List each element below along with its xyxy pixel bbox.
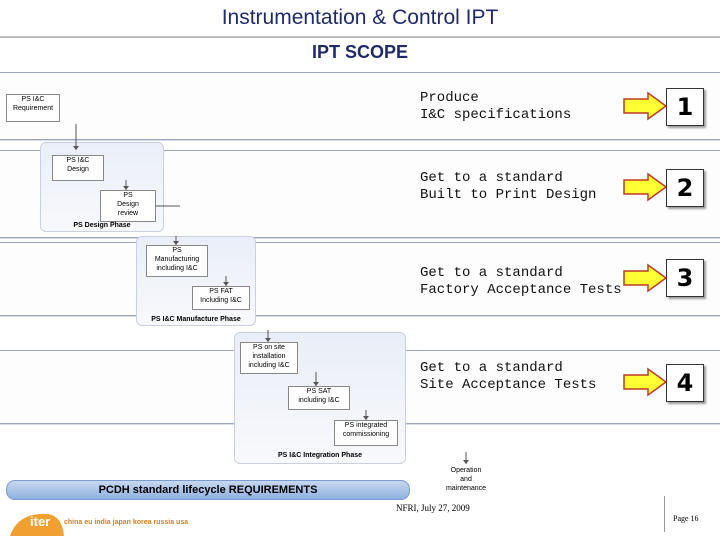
arrow-right-icon <box>623 263 668 293</box>
page-subtitle: IPT SCOPE <box>311 42 409 62</box>
arrow-right-icon <box>623 367 668 397</box>
integration-phase-label: PS I&C Integration Phase <box>277 452 363 459</box>
title-divider <box>0 36 720 38</box>
design-phase-label: PS Design Phase <box>73 222 131 229</box>
design-box: PS I&C Design <box>52 155 104 181</box>
pcdh-requirements-bar: PCDH standard lifecycle REQUIREMENTS <box>6 480 410 500</box>
scope-text-2: Get to a standard Built to Print Design <box>420 170 597 203</box>
partner-countries: china eu india japan korea russia usa <box>64 519 189 526</box>
scope-text-4: Get to a standard Site Acceptance Tests <box>420 360 597 393</box>
page-title: Instrumentation & Control IPT <box>221 6 499 29</box>
scope-number-3: 3 <box>666 259 704 297</box>
scope-number-4: 4 <box>666 364 704 402</box>
manufacturing-box: PS Manufacturing including I&C <box>146 245 208 277</box>
scope-text-3: Get to a standard Factory Acceptance Tes… <box>420 265 622 298</box>
sat-box: PS SAT including I&C <box>288 386 350 410</box>
arrow-right-icon <box>623 91 668 121</box>
iter-logo-icon <box>10 513 64 536</box>
scope-number-2: 2 <box>666 169 704 207</box>
operation-box: Operation and maintenance <box>445 467 487 492</box>
footer-event: NFRI, July 27, 2009 <box>396 503 470 513</box>
page-number: Page 16 <box>673 514 699 523</box>
scope-band-3 <box>0 242 720 316</box>
design-review-box: PS Design review <box>100 190 156 222</box>
scope-text-1: Produce I&C specifications <box>420 90 572 123</box>
logo-text: iter <box>30 514 51 529</box>
arrow-right-icon <box>623 172 668 202</box>
scope-band-1 <box>0 72 720 140</box>
footer-divider <box>664 496 665 532</box>
integrated-commissioning-box: PS integrated commissioning <box>334 420 398 446</box>
scope-number-1: 1 <box>666 88 704 126</box>
manufacture-phase-label: PS I&C Manufacture Phase <box>151 316 241 323</box>
fat-box: PS FAT Including I&C <box>192 286 250 310</box>
onsite-installation-box: PS on site installation including I&C <box>240 342 298 374</box>
requirement-box: PS I&C Requirement <box>6 94 60 122</box>
